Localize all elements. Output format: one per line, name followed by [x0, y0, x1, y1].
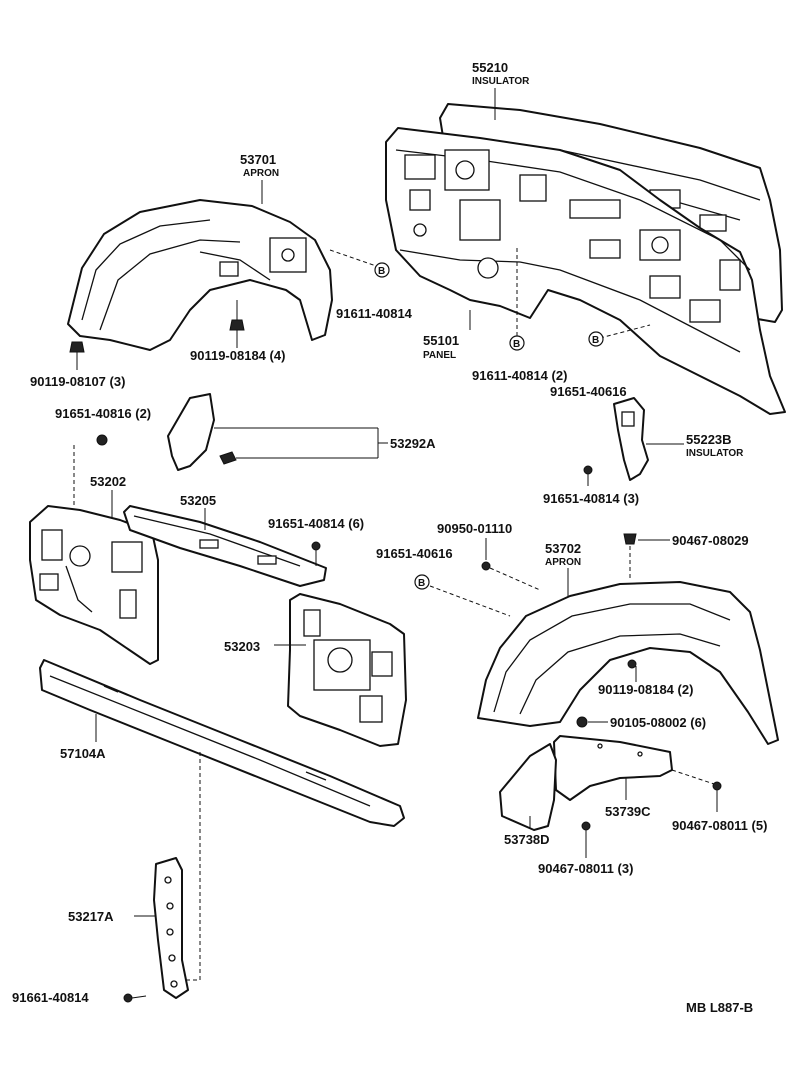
marker-b-3: B [592, 335, 599, 346]
clip-90119-08107 [69, 341, 85, 370]
insulator-55210-name: INSULATOR [472, 76, 530, 87]
bracket-53217a-drawing [153, 857, 189, 999]
marker-b-4: B [418, 578, 425, 589]
fastener-90105-08002-6: 90105-08002 (6) [610, 715, 706, 730]
panel-55101-name: PANEL [423, 350, 456, 361]
part-53202-number: 53202 [90, 474, 126, 489]
part-53203-number: 53203 [224, 639, 260, 654]
bolt-91661-40814 [123, 993, 147, 1003]
bolt-91651-40814-6 [311, 541, 321, 566]
diagram-code: MB L887-B [686, 1000, 753, 1015]
part-53292a-number: 53292A [390, 436, 436, 451]
shield-53739c-drawing [553, 735, 673, 801]
fastener-91651-40616-2: 91651-40616 [376, 546, 453, 561]
part-57104a-number: 57104A [60, 746, 106, 761]
fastener-90950-01110: 90950-01110 [437, 521, 512, 536]
apron-53702-drawing [477, 581, 779, 745]
seal-53292a-drawing [167, 393, 237, 471]
fastener-91651-40816-2: 91651-40816 (2) [55, 406, 151, 421]
fastener-91611-40814-2: 91611-40814 (2) [472, 368, 567, 383]
insulator-55223b-name: INSULATOR [686, 448, 744, 459]
apron-53702-name: APRON [545, 557, 581, 568]
apron-53702-number: 53702 [545, 541, 581, 556]
panel-55101-number: 55101 [423, 333, 459, 348]
marker-b-1: B [378, 266, 385, 277]
crossmember-57104a-drawing [39, 659, 405, 827]
fastener-90467-08029: 90467-08029 [672, 533, 749, 548]
fastener-90467-08011-3: 90467-08011 (3) [538, 861, 633, 876]
part-53205-number: 53205 [180, 493, 216, 508]
part-53739c-number: 53739C [605, 804, 651, 819]
shield-53738d-drawing [499, 743, 557, 831]
support-53205-drawing [123, 505, 327, 587]
panel-55101-drawing [385, 127, 786, 415]
support-53202-drawing [29, 505, 159, 665]
fastener-90119-08184-2: 90119-08184 (2) [598, 682, 693, 697]
fastener-91661-40814: 91661-40814 [12, 990, 89, 1005]
apron-53701-number: 53701 [240, 152, 276, 167]
clip-90119-08184 [229, 300, 245, 348]
marker-b-2: B [513, 339, 520, 350]
insulator-55223b-number: 55223B [686, 432, 732, 447]
fastener-90119-08184-4: 90119-08184 (4) [190, 348, 285, 363]
apron-53701-name: APRON [243, 168, 279, 179]
apron-53701-drawing [67, 199, 333, 351]
clip-90467-08029 [623, 533, 670, 580]
insulator-55210-number: 55210 [472, 60, 508, 75]
insulator-55223b-drawing [613, 397, 649, 481]
part-53217a-number: 53217A [68, 909, 114, 924]
fastener-91611-40814: 91611-40814 [336, 306, 413, 321]
part-53738d-number: 53738D [504, 832, 550, 847]
support-53203-drawing [287, 593, 407, 747]
bolt-91651-40814-3 [583, 465, 593, 486]
fastener-91651-40814-3: 91651-40814 (3) [543, 491, 639, 506]
fastener-90119-08107: 90119-08107 (3) [30, 374, 125, 389]
fastener-91651-40616: 91651-40616 [550, 384, 627, 399]
fastener-91651-40814-6: 91651-40814 (6) [268, 516, 364, 531]
fastener-90467-08011-5: 90467-08011 (5) [672, 818, 767, 833]
